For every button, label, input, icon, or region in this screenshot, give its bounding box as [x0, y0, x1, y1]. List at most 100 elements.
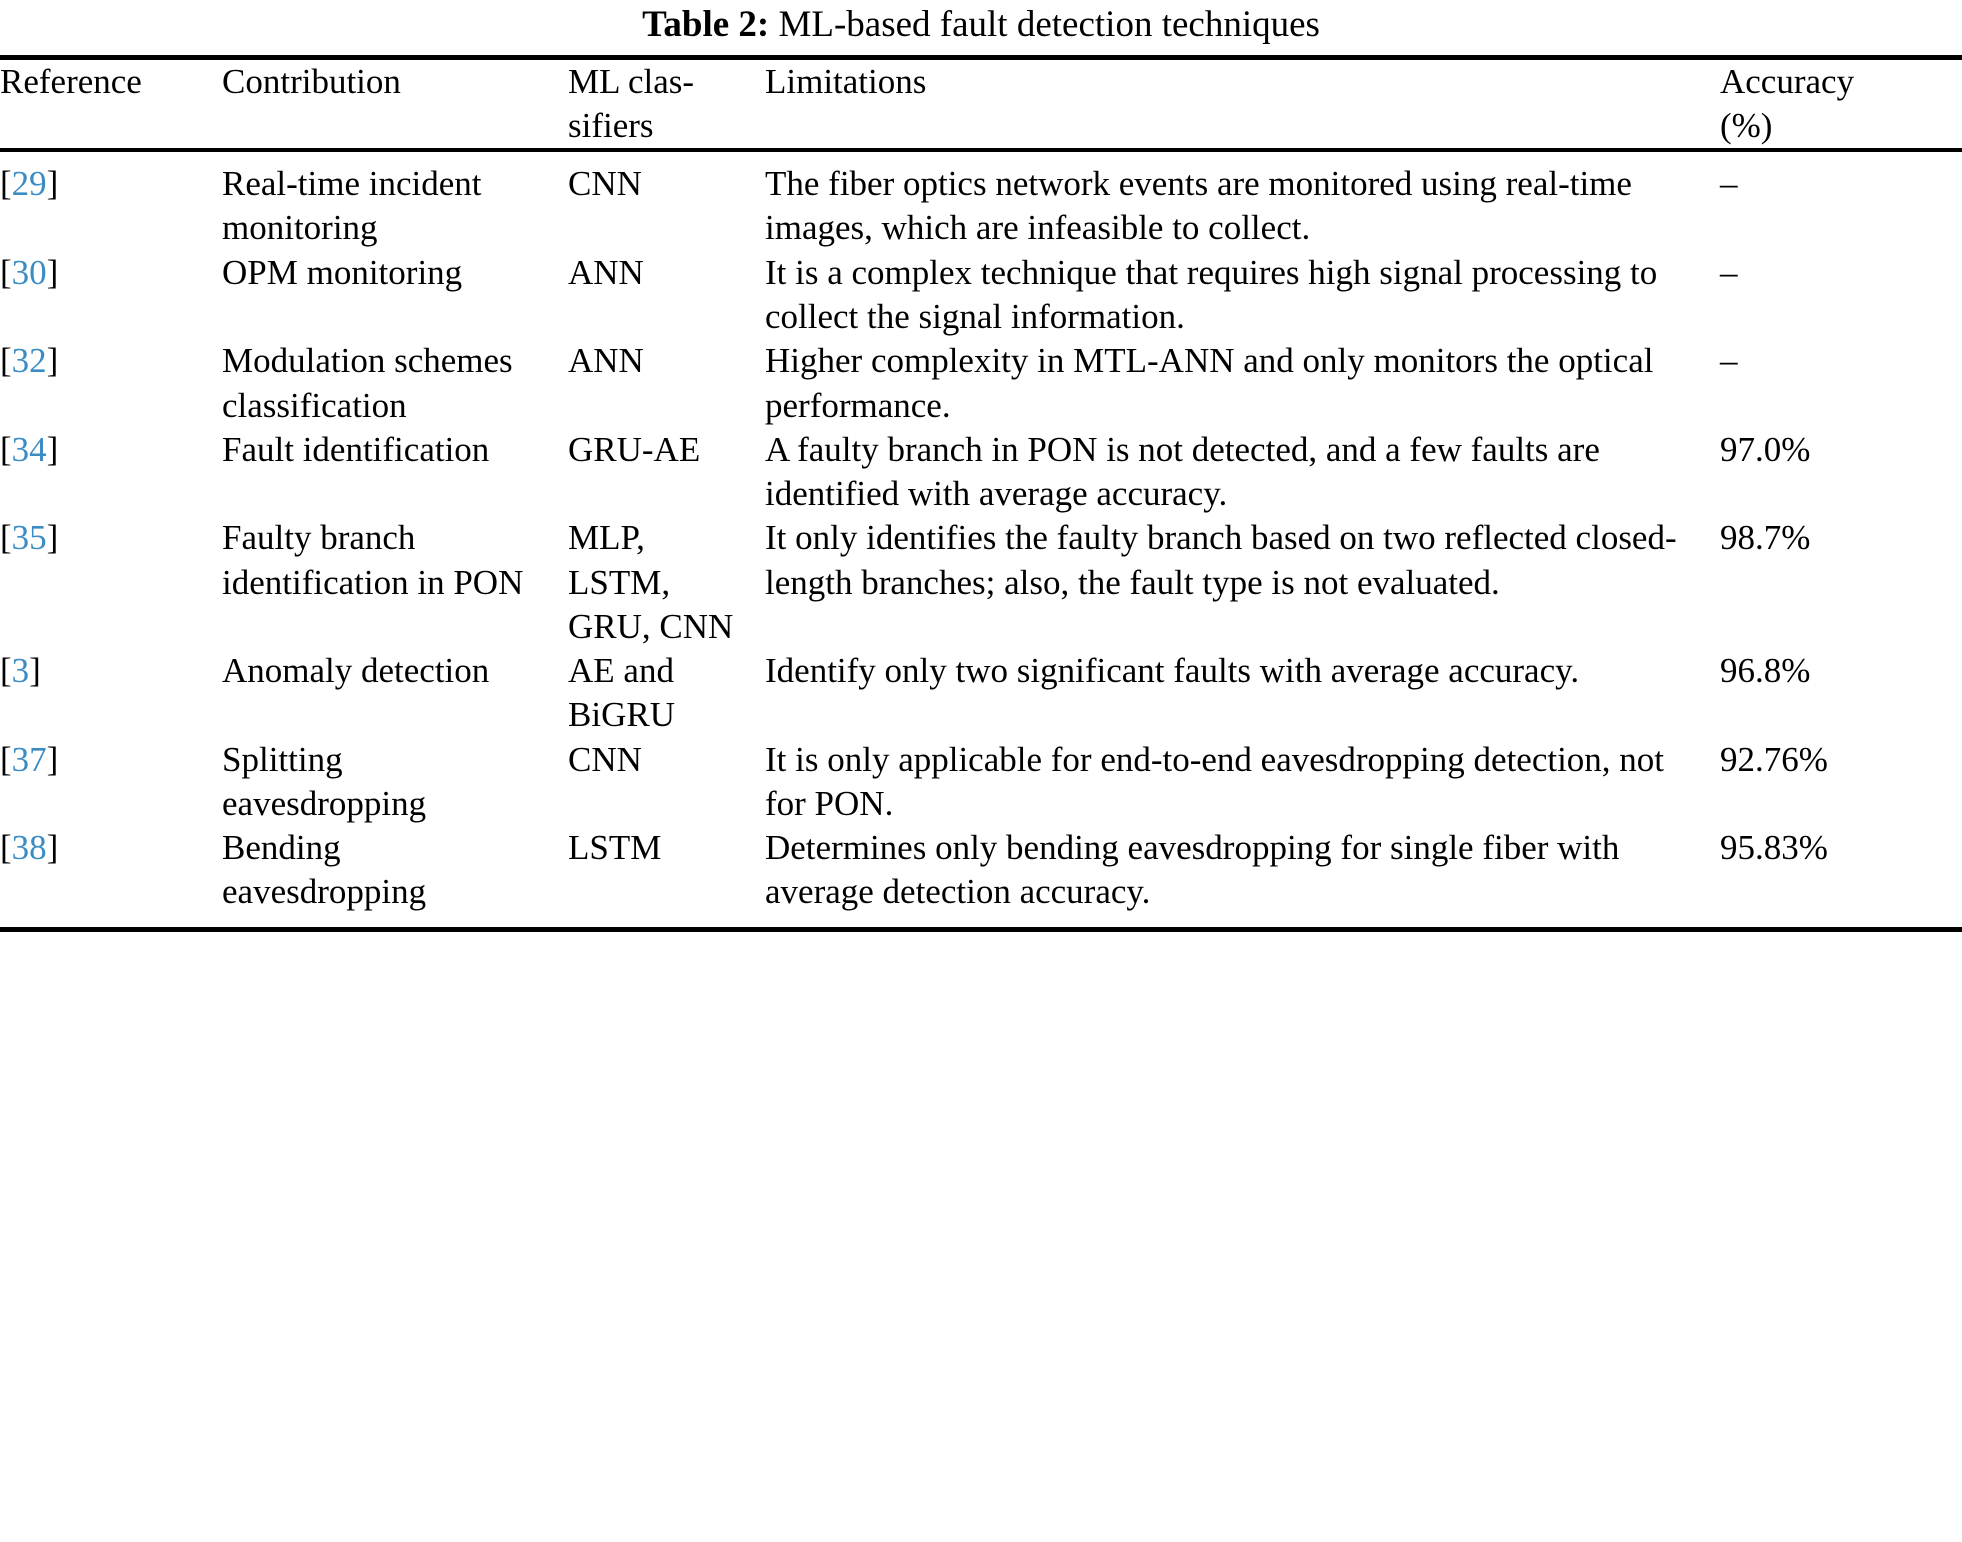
cell-reference: [34]	[0, 428, 222, 517]
ml-classifiers-text: ANN	[568, 252, 644, 292]
cell-reference: [29]	[0, 162, 222, 251]
cell-limitations: It only identifies the faulty branch bas…	[765, 516, 1720, 649]
column-header-accuracy: Accuracy (%)	[1720, 60, 1962, 148]
reference-bracket-open: [	[0, 164, 12, 204]
column-header-ml-classifiers-line1: ML clas-	[568, 62, 695, 101]
cell-accuracy: –	[1720, 339, 1962, 428]
accuracy-text: 97.0%	[1720, 429, 1811, 469]
table-bottom-rule	[0, 926, 1962, 932]
table-row: [38] Bending eavesdropping LSTM Determin…	[0, 826, 1962, 915]
reference-bracket-open: [	[0, 518, 12, 558]
cell-accuracy: –	[1720, 251, 1962, 340]
table-caption-text: ML-based fault detection techniques	[778, 4, 1320, 45]
cell-ml-classifiers: AE and BiGRU	[568, 649, 765, 738]
cell-ml-classifiers: MLP, LSTM, GRU, CNN	[568, 516, 765, 649]
reference-link[interactable]: 35	[11, 518, 47, 558]
reference-bracket-open: [	[0, 739, 12, 779]
cell-ml-classifiers: LSTM	[568, 826, 765, 915]
column-header-accuracy-line2: (%)	[1720, 106, 1773, 146]
cell-reference: [30]	[0, 251, 222, 340]
column-header-contribution-label: Contribution	[222, 62, 401, 101]
limitations-text: Determines only bending eavesdropping fo…	[765, 828, 1620, 912]
contribution-text: OPM monitoring	[222, 252, 463, 292]
cell-reference: [37]	[0, 738, 222, 827]
ml-classifiers-text: LSTM	[568, 828, 662, 868]
limitations-text: It only identifies the faulty branch bas…	[765, 518, 1677, 602]
reference-bracket-close: ]	[29, 651, 41, 691]
body-top-spacer	[0, 152, 1962, 162]
reference-link[interactable]: 30	[11, 252, 47, 292]
cell-contribution: Anomaly detection	[222, 649, 568, 738]
table-caption-label: Table 2:	[642, 4, 770, 45]
ml-fault-detection-table-body: [29] Real-time incident monitoring CNN T…	[0, 152, 1962, 927]
table-row: [34] Fault identification GRU-AE A fault…	[0, 428, 1962, 517]
reference-bracket-close: ]	[46, 828, 59, 868]
cell-ml-classifiers: CNN	[568, 162, 765, 251]
table-top-rule	[0, 55, 1962, 60]
cell-contribution: Real-time incident monitoring	[222, 162, 568, 251]
limitations-text: It is a complex technique that requires …	[765, 252, 1658, 336]
limitations-text: The fiber optics network events are moni…	[765, 164, 1632, 248]
ml-classifiers-text: ANN	[568, 341, 644, 381]
cell-ml-classifiers: CNN	[568, 738, 765, 827]
contribution-text: Splitting eavesdropping	[222, 739, 427, 823]
table-body: [29] Real-time incident monitoring CNN T…	[0, 152, 1962, 927]
cell-accuracy: 96.8%	[1720, 649, 1962, 738]
contribution-text: Anomaly detection	[222, 651, 490, 691]
body-bottom-spacer	[0, 915, 1962, 927]
cell-contribution: Bending eavesdropping	[222, 826, 568, 915]
cell-accuracy: 98.7%	[1720, 516, 1962, 649]
accuracy-text: –	[1720, 341, 1738, 381]
cell-accuracy: –	[1720, 162, 1962, 251]
reference-bracket-close: ]	[46, 164, 59, 204]
reference-link[interactable]: 32	[11, 341, 47, 381]
cell-limitations: Higher complexity in MTL-ANN and only mo…	[765, 339, 1720, 428]
cell-limitations: A faulty branch in PON is not detected, …	[765, 428, 1720, 517]
ml-classifiers-text: AE and BiGRU	[568, 651, 675, 735]
table-header-row: Reference Contribution ML clas- sifiers …	[0, 60, 1962, 148]
limitations-text: Higher complexity in MTL-ANN and only mo…	[765, 341, 1654, 425]
cell-ml-classifiers: ANN	[568, 251, 765, 340]
reference-link[interactable]: 34	[11, 429, 47, 469]
reference-link[interactable]: 3	[11, 651, 30, 691]
column-header-limitations-label: Limitations	[765, 62, 927, 101]
accuracy-text: 95.83%	[1720, 828, 1828, 868]
cell-reference: [35]	[0, 516, 222, 649]
limitations-text: Identify only two significant faults wit…	[765, 651, 1580, 691]
column-header-ml-classifiers: ML clas- sifiers	[568, 60, 765, 148]
cell-contribution: Modulation schemes classification	[222, 339, 568, 428]
column-header-ml-classifiers-line2: sifiers	[568, 106, 654, 146]
cell-limitations: It is only applicable for end-to-end eav…	[765, 738, 1720, 827]
cell-limitations: Identify only two significant faults wit…	[765, 649, 1720, 738]
contribution-text: Faulty branch identification in PON	[222, 518, 524, 602]
cell-accuracy: 95.83%	[1720, 826, 1962, 915]
cell-reference: [32]	[0, 339, 222, 428]
cell-accuracy: 92.76%	[1720, 738, 1962, 827]
cell-limitations: Determines only bending eavesdropping fo…	[765, 826, 1720, 915]
reference-link[interactable]: 37	[11, 739, 47, 779]
contribution-text: Real-time incident monitoring	[222, 164, 482, 248]
accuracy-text: –	[1720, 164, 1738, 204]
reference-link[interactable]: 38	[11, 828, 47, 868]
reference-bracket-close: ]	[46, 429, 59, 469]
limitations-text: A faulty branch in PON is not detected, …	[765, 429, 1600, 514]
cell-contribution: Fault identification	[222, 428, 568, 517]
reference-bracket-close: ]	[46, 252, 59, 292]
reference-link[interactable]: 29	[11, 164, 47, 204]
contribution-text: Fault identification	[222, 429, 490, 469]
accuracy-text: 92.76%	[1720, 739, 1828, 779]
cell-limitations: It is a complex technique that requires …	[765, 251, 1720, 340]
cell-reference: [38]	[0, 826, 222, 915]
cell-accuracy: 97.0%	[1720, 428, 1962, 517]
table-row: [35] Faulty branch identification in PON…	[0, 516, 1962, 649]
cell-contribution: Splitting eavesdropping	[222, 738, 568, 827]
accuracy-text: 96.8%	[1720, 651, 1811, 691]
table-caption: Table 2: ML-based fault detection techni…	[0, 0, 1962, 55]
cell-limitations: The fiber optics network events are moni…	[765, 162, 1720, 251]
accuracy-text: –	[1720, 252, 1738, 292]
column-header-reference-label: Reference	[0, 62, 142, 101]
ml-classifiers-text: CNN	[568, 164, 642, 204]
column-header-limitations: Limitations	[765, 60, 1720, 148]
contribution-text: Bending eavesdropping	[222, 828, 427, 912]
